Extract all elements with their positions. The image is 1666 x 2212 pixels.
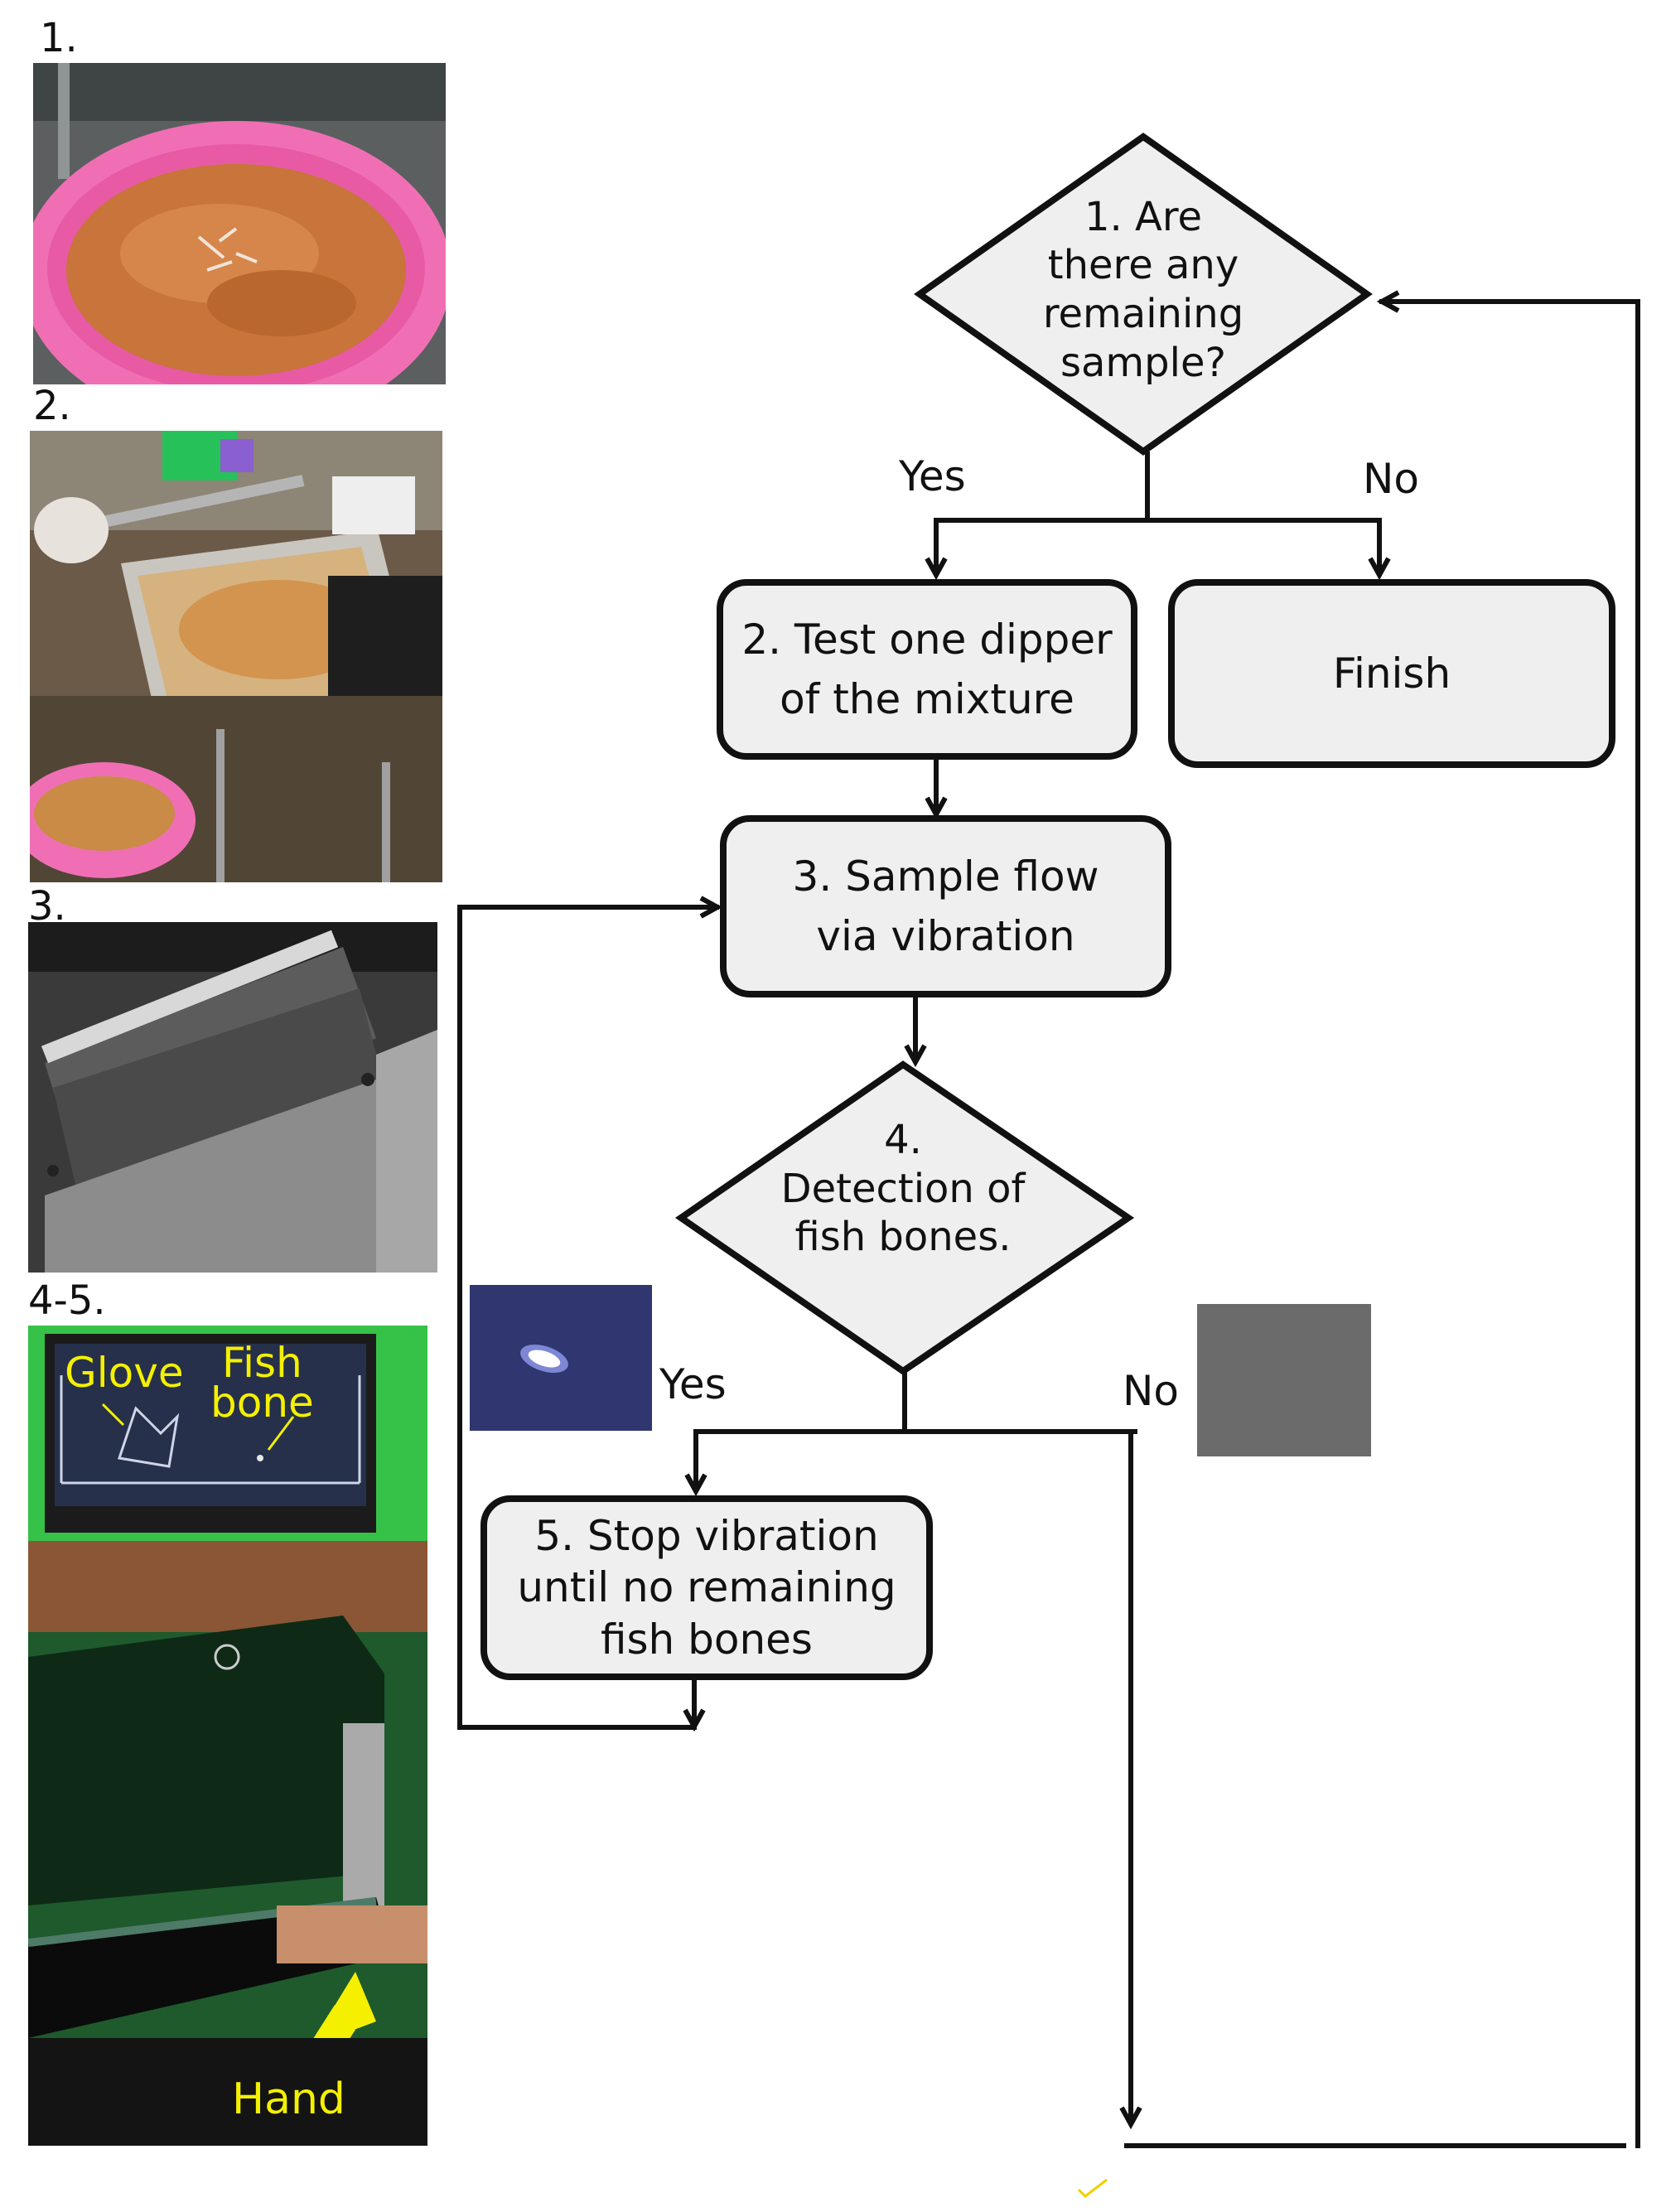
label-yes-fish-bone: Yes: [659, 1360, 727, 1408]
terminal-finish-shape: [1168, 579, 1615, 768]
photo-label-2: 2.: [33, 383, 71, 429]
annotation-hand: Hand: [232, 2074, 345, 2124]
annotation-fish-bone: Fish bone: [210, 1339, 314, 1427]
terminal-finish-text: Finish: [1332, 649, 1451, 698]
thumbnail-no-bone: [1197, 1304, 1371, 1456]
process-sample-flow-shape: [720, 815, 1171, 997]
label-yes-remaining: Yes: [899, 452, 966, 500]
process-stop-vibration-text: 5. Stop vibration until no remaining fis…: [517, 1511, 896, 1664]
decision-remaining-sample-shape: [914, 133, 1373, 456]
process-stop-vibration-shape: [480, 1495, 933, 1680]
photo-sample-bowl: [33, 63, 446, 384]
connector-lines: [457, 299, 1640, 2148]
photo-feeding-machine: [30, 431, 442, 882]
thumbnail-bone-detected: [470, 1285, 652, 1431]
process-test-dipper-shape: [717, 579, 1137, 760]
connector-arrowheads: [683, 290, 1400, 2130]
label-no-fish-bone: No: [1123, 1367, 1179, 1415]
photo-vibration-chute: [28, 922, 437, 1273]
photo-label-4-5: 4-5.: [28, 1277, 106, 1324]
check-mark-icon: [1077, 2178, 1108, 2198]
process-sample-flow-text: 3. Sample flow via vibration: [792, 852, 1099, 961]
process-test-dipper-text: 2. Test one dipper of the mixture: [741, 615, 1113, 724]
photo-label-1: 1.: [40, 15, 78, 61]
photo-detection-setup: Glove Fish bone Hand: [28, 1326, 427, 2146]
decision-remaining-sample-text: 1. Are there any remaining sample?: [1042, 193, 1244, 386]
label-no-remaining: No: [1363, 455, 1419, 503]
decision-fish-bone-text: 4. Detection of fish bones.: [780, 1117, 1026, 1261]
annotation-glove: Glove: [65, 1349, 184, 1397]
photo-label-3: 3.: [28, 883, 66, 930]
